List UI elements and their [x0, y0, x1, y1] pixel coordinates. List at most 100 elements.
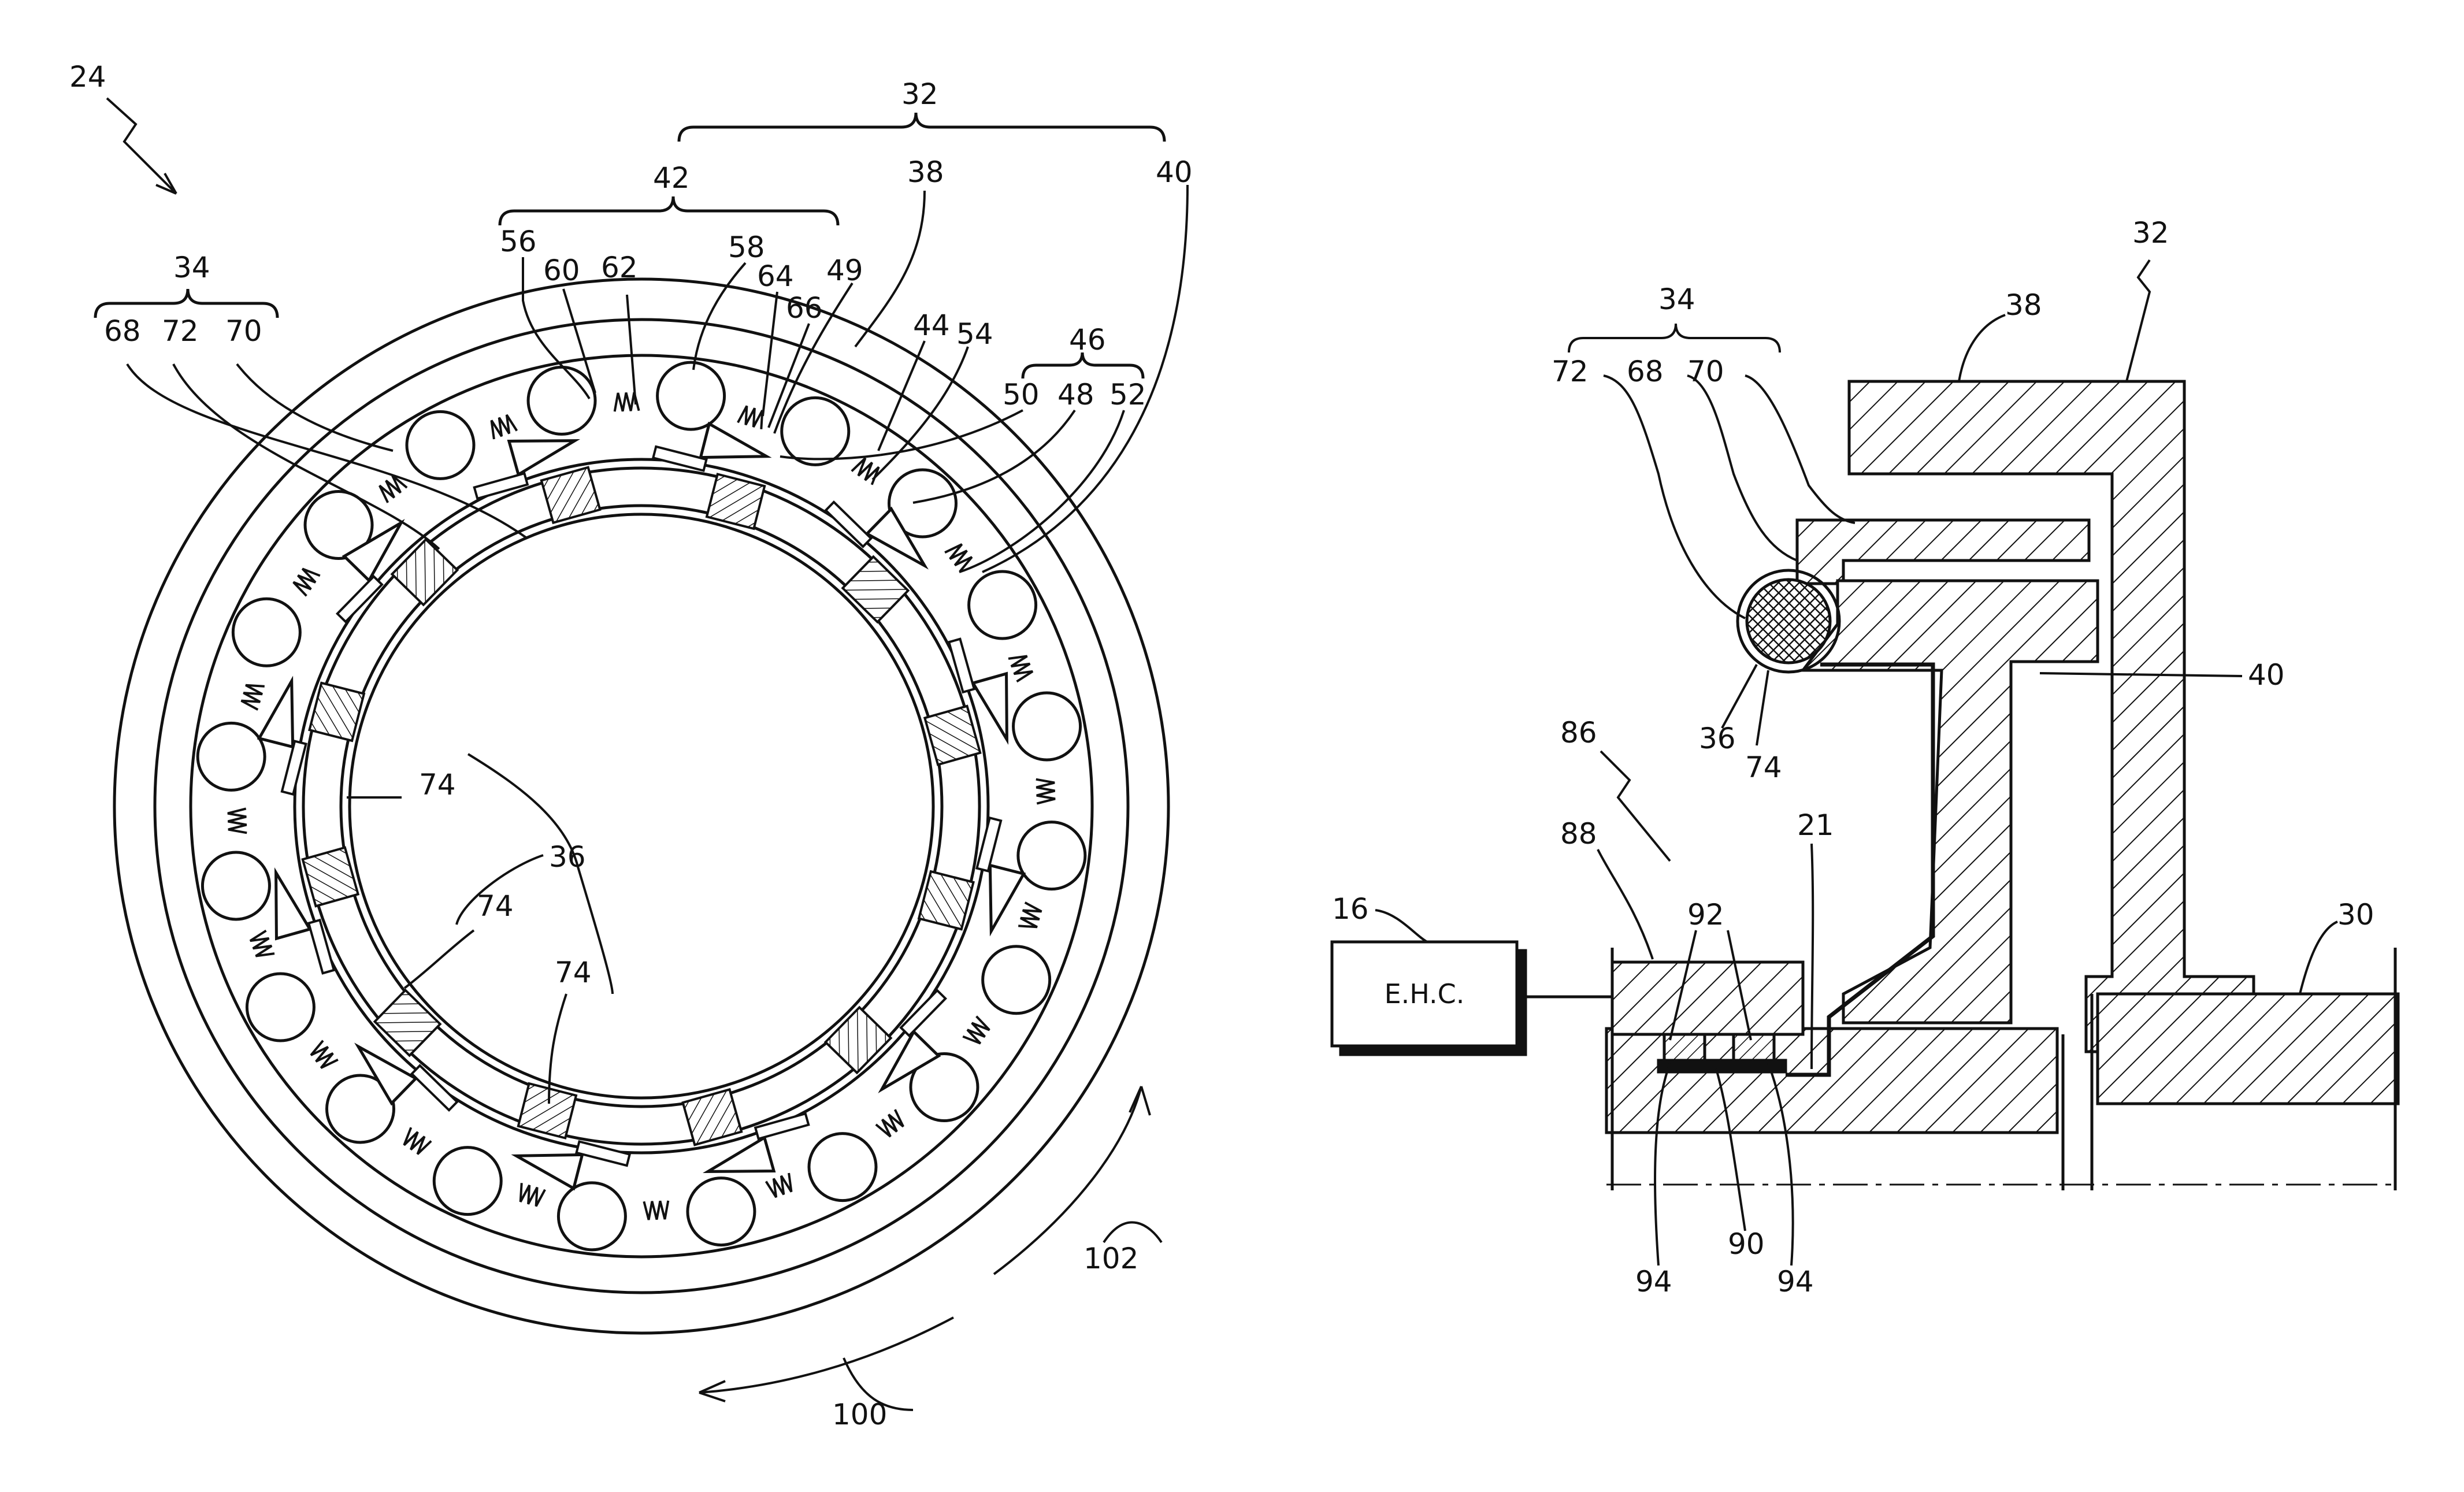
- label-34-left: 34: [173, 251, 210, 284]
- clutch-cross-section-left: [114, 279, 1168, 1333]
- label-42: 42: [653, 161, 690, 195]
- sensor-element-right: [1734, 1034, 1774, 1060]
- magnet-74: [375, 990, 440, 1056]
- hub-30: [2098, 994, 2398, 1104]
- spring: [521, 1183, 545, 1206]
- leader-54: [873, 347, 968, 480]
- label-72-left: 72: [162, 314, 199, 348]
- label-88: 88: [1560, 817, 1597, 851]
- roller: [688, 1178, 755, 1245]
- label-34-right: 34: [1658, 283, 1695, 316]
- brace-42: [500, 196, 838, 225]
- roller: [558, 1183, 625, 1250]
- brace-34-left: [95, 289, 277, 318]
- magnet-group: [303, 467, 980, 1145]
- spring: [404, 1127, 431, 1154]
- label-32: 32: [901, 77, 938, 111]
- slot-tab: [309, 920, 334, 973]
- roller: [233, 599, 300, 666]
- leader-58: [693, 263, 745, 370]
- label-94a: 94: [1635, 1265, 1672, 1298]
- label-46: 46: [1069, 323, 1106, 357]
- roller: [782, 398, 849, 465]
- magnet-74: [392, 540, 457, 605]
- label-86: 86: [1560, 716, 1597, 749]
- magnet-74: [707, 474, 765, 529]
- leader-21: [1812, 844, 1813, 1069]
- roller: [983, 947, 1050, 1014]
- roller: [202, 852, 269, 919]
- leader-86: [1601, 751, 1670, 861]
- magnet-74: [826, 1007, 891, 1072]
- label-62: 62: [601, 251, 638, 284]
- leader-38-right: [1959, 315, 2005, 381]
- leader-68-right: [1687, 376, 1797, 561]
- label-70-left: 70: [225, 314, 262, 348]
- spring: [963, 1016, 989, 1044]
- inner-race-40: [1803, 581, 2098, 1023]
- roller: [658, 362, 725, 429]
- spring: [945, 544, 972, 571]
- roller: [969, 571, 1036, 639]
- flange-70: [1797, 520, 2089, 584]
- magnet-74: [683, 1089, 741, 1145]
- label-74a: 74: [419, 768, 456, 801]
- label-16: 16: [1332, 892, 1369, 926]
- spring: [738, 406, 762, 429]
- magnet-74: [303, 848, 358, 906]
- magnet-74: [310, 683, 364, 741]
- slot-tab: [577, 1141, 630, 1166]
- label-32-right: 32: [2132, 216, 2169, 250]
- label-40: 40: [1156, 155, 1193, 189]
- brace-34-right: [1569, 324, 1780, 352]
- label-66: 66: [786, 291, 823, 325]
- slot-tab: [282, 741, 306, 795]
- label-21: 21: [1797, 808, 1834, 842]
- brace-32: [679, 113, 1164, 142]
- spring: [242, 685, 265, 710]
- leader-40-right: [2040, 673, 2242, 676]
- roller-track-outer: [191, 355, 1092, 1257]
- magnet-74: [925, 706, 980, 764]
- leader-64: [763, 292, 777, 416]
- label-60: 60: [543, 254, 580, 287]
- leader-72-right: [1604, 376, 1745, 618]
- leader-70: [237, 364, 393, 451]
- roller: [407, 411, 474, 478]
- label-30: 30: [2337, 898, 2374, 931]
- roller: [1014, 693, 1081, 760]
- label-74c: 74: [555, 956, 592, 989]
- label-40-right: 40: [2248, 658, 2285, 692]
- outer-race-38: [1849, 381, 2254, 1052]
- label-72-right: 72: [1552, 355, 1589, 388]
- label-68-left: 68: [104, 314, 141, 348]
- spring: [1036, 780, 1055, 804]
- label-74-right: 74: [1745, 751, 1782, 784]
- leader-74b: [405, 930, 474, 988]
- roller: [528, 367, 595, 434]
- label-36-left: 36: [549, 840, 586, 874]
- pawl-group: [259, 424, 1023, 1188]
- slot-tab: [653, 447, 706, 471]
- label-52: 52: [1109, 378, 1146, 411]
- spring: [250, 931, 274, 956]
- arrow-100: [699, 1317, 953, 1393]
- outer-race-ring-outer: [114, 279, 1168, 1333]
- leader-36-right: [1722, 665, 1757, 728]
- leader-30: [2300, 922, 2337, 994]
- leader-62: [627, 295, 636, 404]
- label-48: 48: [1057, 378, 1094, 411]
- magnet-74: [919, 871, 973, 929]
- bore: [350, 514, 933, 1098]
- spring: [852, 458, 879, 485]
- leader-44: [878, 341, 925, 451]
- label-50: 50: [1003, 378, 1040, 411]
- magnet-74: [518, 1083, 576, 1138]
- label-94b: 94: [1777, 1265, 1814, 1298]
- leader-32-right: [2127, 260, 2150, 381]
- label-24: 24: [69, 60, 106, 94]
- label-49: 49: [826, 254, 863, 287]
- label-64: 64: [757, 259, 794, 293]
- spring: [766, 1173, 792, 1197]
